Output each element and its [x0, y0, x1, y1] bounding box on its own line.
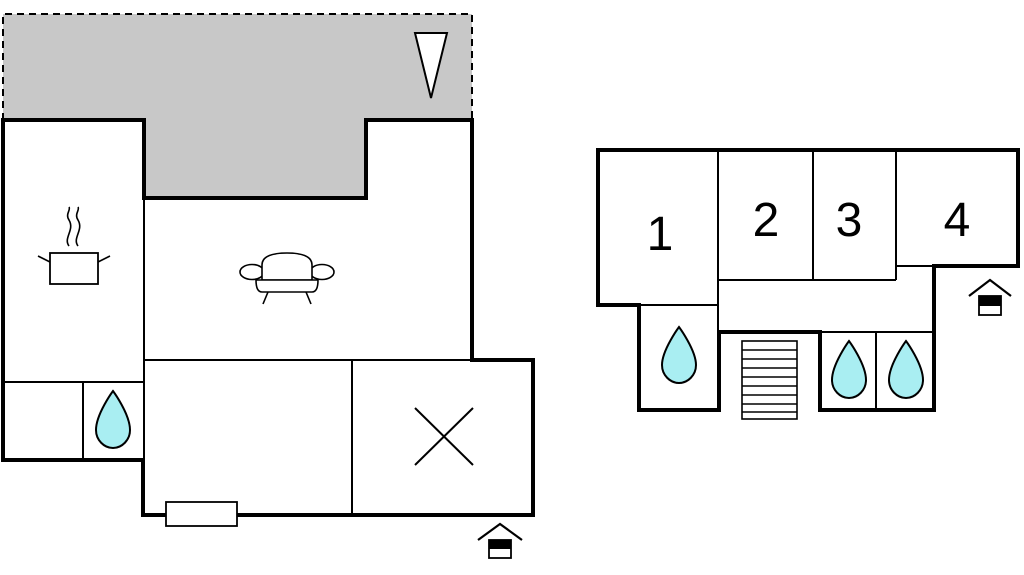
- sofa-icon: [239, 252, 335, 305]
- entrance-icon: [477, 522, 523, 559]
- water-drop-icon: [660, 325, 698, 385]
- water-drop-icon: [887, 339, 925, 400]
- entrance-icon: [968, 278, 1012, 316]
- water-drop-icon: [830, 339, 868, 400]
- terrace: [3, 14, 472, 198]
- terrace-dashed-border: [2, 13, 473, 120]
- cross-icon: [414, 407, 474, 466]
- ground-floor: [1, 13, 535, 559]
- room-number-1: 1: [647, 208, 674, 261]
- room-number-3: 3: [836, 194, 863, 247]
- room-number-2: 2: [753, 194, 780, 247]
- room-number-4: 4: [944, 194, 971, 247]
- water-drop-icon: [94, 389, 132, 450]
- radiator: [165, 501, 238, 527]
- stairs-icon: [741, 340, 798, 420]
- cooking-pot-icon: [37, 206, 111, 285]
- first-floor: 1 2 3 4: [596, 148, 1020, 420]
- north-arrow-icon: [413, 32, 449, 99]
